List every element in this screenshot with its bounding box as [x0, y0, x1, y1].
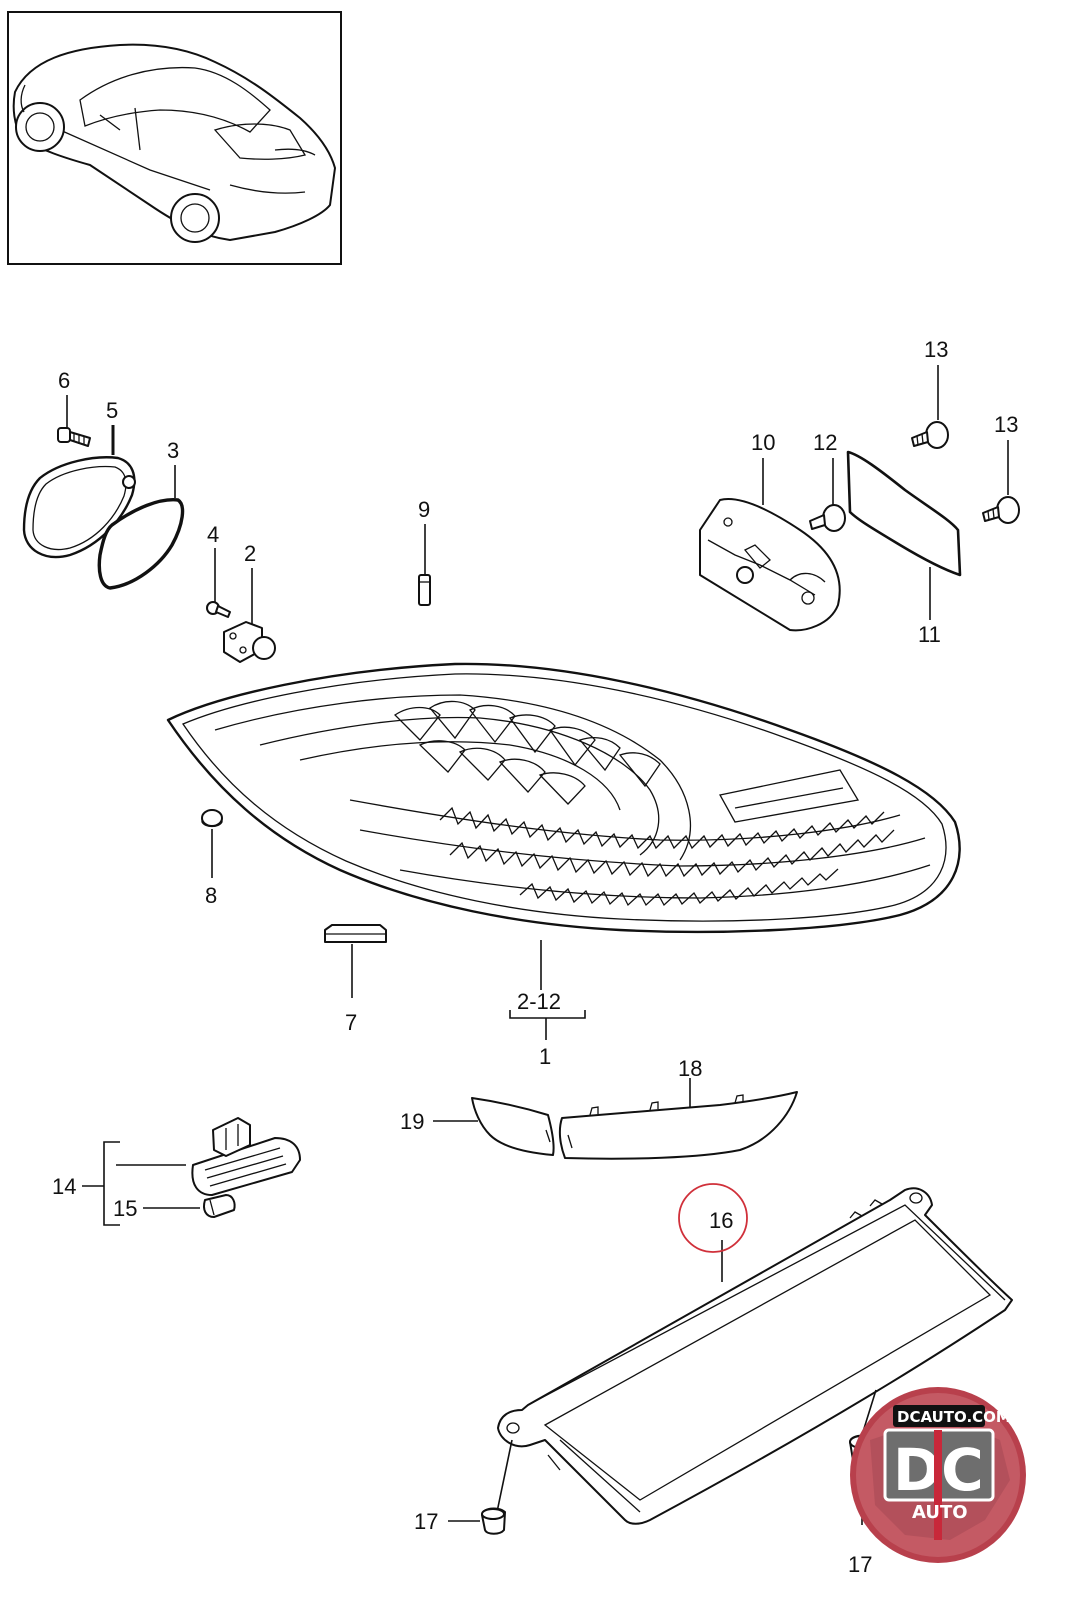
part-19-trim: 19: [400, 1097, 555, 1156]
callout-6: 6: [58, 368, 70, 393]
part-8-plug: 8: [201, 809, 223, 908]
callout-12: 12: [813, 430, 837, 455]
callout-19: 19: [400, 1109, 424, 1134]
callout-16: 16: [709, 1208, 733, 1233]
callout-2-12: 2-12: [517, 989, 561, 1014]
callout-14: 14: [52, 1174, 76, 1199]
callout-13-upper: 13: [924, 337, 948, 362]
part-3-seal: 3: [97, 438, 185, 590]
callout-13-lower: 13: [994, 412, 1018, 437]
callout-10: 10: [751, 430, 775, 455]
part-18-trim: 18: [558, 1056, 798, 1160]
part-2-socket: 2: [223, 541, 276, 663]
logo-sub: AUTO: [912, 1502, 968, 1523]
callout-2: 2: [244, 541, 256, 566]
part-tail-lamp-assembly: 2-12 1: [166, 662, 961, 1069]
dcauto-logo: DCAUTO.COM DC AUTO: [850, 1387, 1026, 1563]
callout-15: 15: [113, 1196, 137, 1221]
callout-9: 9: [418, 497, 430, 522]
logo-url-text: DCAUTO.COM: [897, 1408, 1011, 1426]
part-11-plate: 11: [846, 450, 962, 647]
part-9-pin: 9: [418, 497, 431, 606]
callout-17-left: 17: [414, 1509, 438, 1534]
part-16-brake-light: 16: [497, 1183, 1013, 1525]
vehicle-thumbnail: [7, 11, 342, 265]
part-15-bulb: 15: [113, 1194, 236, 1221]
part-6-screw: 6: [57, 368, 91, 447]
callout-5: 5: [106, 398, 118, 423]
part-10-bracket: 10: [699, 430, 841, 632]
front-wheel-icon: [15, 102, 65, 152]
part-7-clip: 7: [324, 924, 387, 1035]
callout-4: 4: [207, 522, 219, 547]
part-13-screws: 13 13: [911, 337, 1020, 524]
highlight-circle-16: [678, 1183, 748, 1253]
callout-11: 11: [918, 622, 941, 647]
callout-7: 7: [345, 1010, 357, 1035]
callout-18: 18: [678, 1056, 702, 1081]
callout-8: 8: [205, 883, 217, 908]
rear-wheel-icon: [170, 193, 220, 243]
callout-17-right: 17: [848, 1552, 872, 1577]
part-14-license-lamp: 14: [52, 1117, 301, 1226]
part-4-screw: 4: [206, 522, 231, 618]
part-12-screw: 12: [809, 430, 846, 532]
callout-1: 1: [539, 1044, 551, 1069]
callout-3: 3: [167, 438, 179, 463]
